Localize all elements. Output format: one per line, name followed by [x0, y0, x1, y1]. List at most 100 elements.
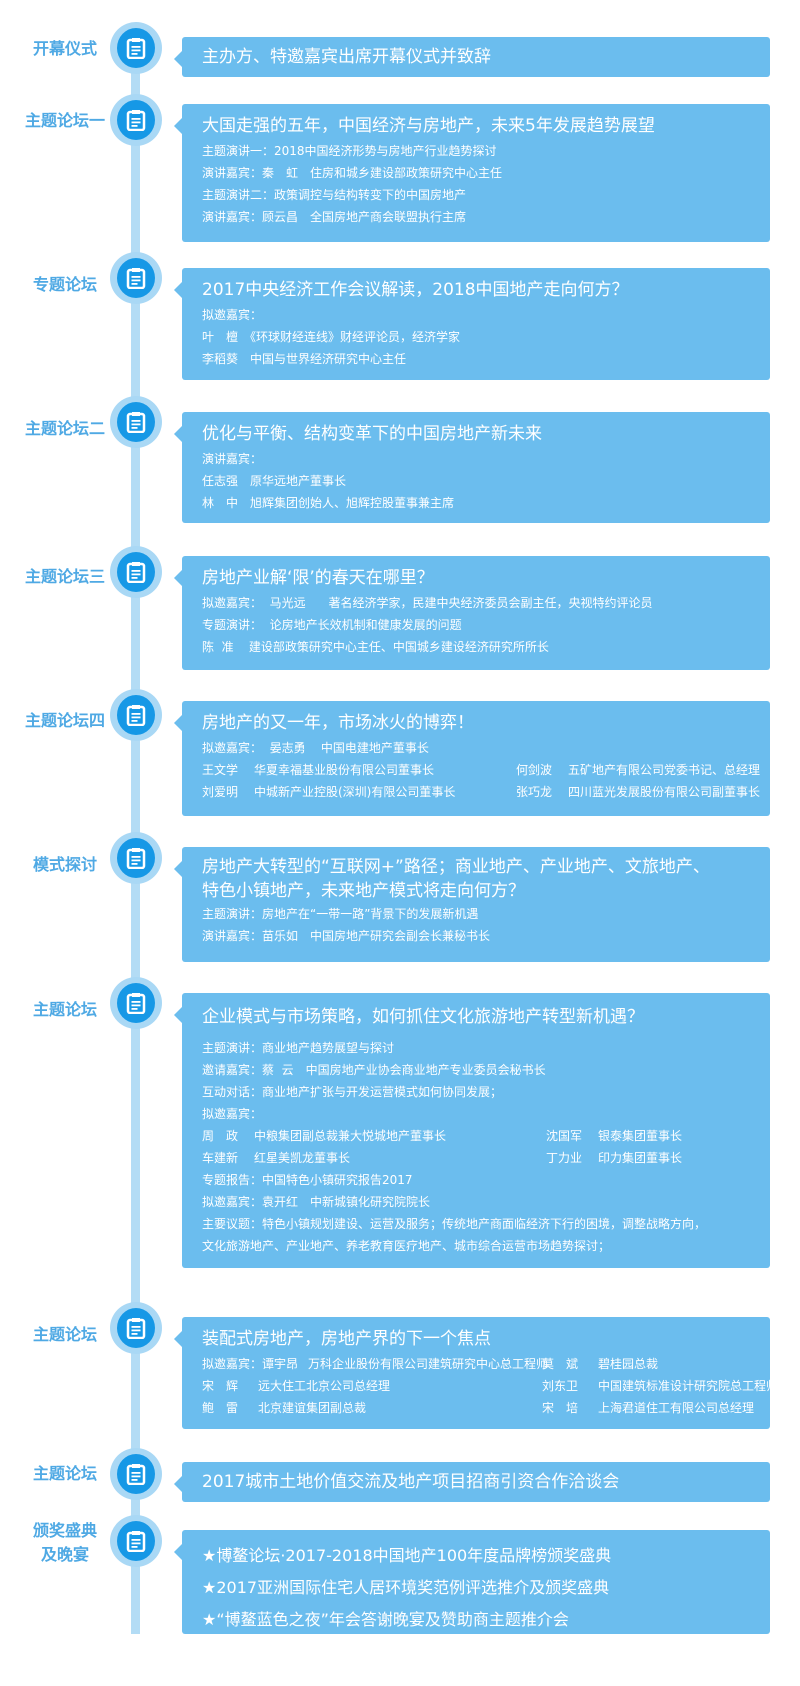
agenda-card: 2017中央经济工作会议解读，2018中国地产走向何方？ 拟邀嘉宾： 叶 檀 《…: [174, 268, 770, 380]
guest-row: 拟邀嘉宾：谭宇昂万科企业股份有限公司建筑研究中心总工程师莫 斌 碧桂园总裁: [202, 1353, 770, 1375]
guest-name: 张巧龙: [516, 785, 553, 799]
guest-title: 五矿地产有限公司党委书记、总经理: [568, 763, 761, 777]
card-line: 拟邀嘉宾：: [202, 308, 263, 322]
guest-row: 王文学华夏幸福基业股份有限公司董事长何剑波五矿地产有限公司党委书记、总经理: [202, 759, 770, 781]
card-line: 演讲嘉宾：苗乐如 中国房地产研究会副会长兼秘书长: [202, 929, 491, 943]
agenda-card: 企业模式与市场策略，如何抓住文化旅游地产转型新机遇？ 主题演讲：商业地产趋势展望…: [174, 993, 770, 1268]
guest-name: 宋 辉: [202, 1379, 239, 1393]
section-label: 主题论坛: [32, 1325, 97, 1344]
card-title: 房地产业解‘限’的春天在哪里？: [202, 568, 434, 588]
clipboard-icon: [110, 1515, 162, 1567]
card-line: 拟邀嘉宾： 马光远 著名经济学家，民建中央经济委员会副主任，央视特约评论员: [202, 596, 653, 610]
guest-name: 何剑波: [516, 763, 553, 777]
guest-title: 中城新产业控股(深圳)有限公司董事长: [254, 785, 456, 799]
card-title: 2017城市土地价值交流及地产项目招商引资合作洽谈会: [202, 1472, 620, 1492]
card-title: 主办方、特邀嘉宾出席开幕仪式并致辞: [202, 47, 491, 67]
card-title: 大国走强的五年，中国经济与房地产，未来5年发展趋势展望: [202, 116, 655, 136]
card-title: 企业模式与市场策略，如何抓住文化旅游地产转型新机遇？: [202, 1007, 644, 1027]
guest-title: 碧桂园总裁: [598, 1357, 659, 1371]
guest-name: 周 政: [202, 1129, 239, 1143]
guest-name: 拟邀嘉宾：谭宇昂: [202, 1357, 299, 1371]
agenda-card: 优化与平衡、结构变革下的中国房地产新未来 演讲嘉宾： 任志强 原华远地产董事长 …: [174, 412, 770, 523]
award-item: ★博鳌论坛·2017-2018中国地产100年度品牌榜颁奖盛典: [202, 1546, 612, 1565]
guest-title: 华夏幸福基业股份有限公司董事长: [254, 763, 435, 777]
section-label: 主题论坛二: [24, 419, 105, 438]
guest-name: 丁力业: [546, 1151, 583, 1165]
section-label: 主题论坛一: [24, 111, 105, 130]
guest-title: 红星美凯龙董事长: [254, 1151, 351, 1165]
section-label: 主题论坛: [32, 1000, 97, 1019]
guest-name: 莫 斌: [542, 1357, 579, 1371]
guest-name: 沈国军: [546, 1129, 583, 1143]
card-line: 主题演讲：房地产在“一带一路”背景下的发展新机遇: [202, 907, 479, 921]
section-label-line2: 及晚宴: [40, 1545, 89, 1564]
card-line: 李稻葵 中国与世界经济研究中心主任: [202, 352, 407, 366]
agenda-card: ★博鳌论坛·2017-2018中国地产100年度品牌榜颁奖盛典 ★2017亚洲国…: [174, 1530, 770, 1634]
guest-title: 中国建筑标准设计研究院总工程师: [598, 1379, 779, 1393]
section-label: 开幕仪式: [32, 39, 97, 58]
card-title: 优化与平衡、结构变革下的中国房地产新未来: [202, 424, 542, 444]
agenda-card: 装配式房地产，房地产界的下一个焦点 拟邀嘉宾：谭宇昂万科企业股份有限公司建筑研究…: [174, 1317, 778, 1429]
card-line: 专题演讲： 论房地产长效机制和健康发展的问题: [202, 618, 462, 632]
clipboard-icon: [110, 252, 162, 304]
card-line: 演讲嘉宾：: [202, 452, 263, 466]
guest-row: 宋 辉 远大住工北京公司总经理 刘东卫 中国建筑标准设计研究院总工程师: [202, 1375, 778, 1397]
guest-row: 周 政 中粮集团副总裁兼大悦城地产董事长 沈国军 银泰集团董事长: [202, 1125, 770, 1147]
guest-title: 远大住工北京公司总经理: [258, 1379, 391, 1393]
section-label: 主题论坛: [32, 1464, 97, 1483]
guest-row: 刘爱明 中城新产业控股(深圳)有限公司董事长 张巧龙 四川蓝光发展股份有限公司副董事长: [202, 781, 770, 803]
clipboard-icon: [110, 977, 162, 1029]
card-line: 主题演讲：商业地产趋势展望与探讨: [202, 1041, 395, 1055]
section-label: 主题论坛四: [24, 711, 105, 730]
card-title: 房地产大转型的“互联网+”路径；商业地产、产业地产、文旅地产、: [202, 857, 710, 877]
agenda-card: 房地产的又一年，市场冰火的博弈！ 拟邀嘉宾： 晏志勇 中国电建地产董事长 王文学…: [174, 701, 770, 816]
card-line: 演讲嘉宾：顾云昌 全国房地产商会联盟执行主席: [202, 210, 467, 224]
guest-name: 车建新: [202, 1151, 239, 1165]
guest-title: 上海君道住工有限公司总经理: [598, 1401, 755, 1415]
clipboard-icon: [110, 546, 162, 598]
card-line: 文化旅游地产、产业地产、养老教育医疗地产、城市综合运营市场趋势探讨；: [202, 1239, 611, 1253]
clipboard-icon: [110, 1302, 162, 1354]
guest-title: 印力集团董事长: [598, 1151, 683, 1165]
card-line: 拟邀嘉宾：: [202, 1107, 263, 1121]
card-line: 互动对话：商业地产扩张与开发运营模式如何协同发展；: [202, 1085, 503, 1099]
award-item: ★2017亚洲国际住宅人居环境奖范例评选推介及颁奖盛典: [202, 1578, 610, 1597]
guest-row: 鲍 雷 北京建谊集团副总裁 宋 培 上海君道住工有限公司总经理: [202, 1397, 770, 1419]
card-line: 叶 檀 《环球财经连线》财经评论员，经济学家: [202, 330, 461, 344]
guest-title: 银泰集团董事长: [598, 1129, 683, 1143]
guest-name: 宋 培: [542, 1401, 579, 1415]
card-line: 主要议题：特色小镇规划建设、运营及服务；传统地产商面临经济下行的困境，调整战略方…: [202, 1217, 707, 1231]
guest-title: 四川蓝光发展股份有限公司副董事长: [568, 785, 761, 799]
award-item: ★“博鳌蓝色之夜”年会答谢晚宴及赞助商主题推介会: [202, 1610, 569, 1629]
section-label: 专题论坛: [32, 275, 97, 294]
guest-name: 刘东卫: [542, 1379, 579, 1393]
agenda-card: 房地产业解‘限’的春天在哪里？ 拟邀嘉宾： 马光远 著名经济学家，民建中央经济委…: [174, 556, 770, 670]
card-title: 装配式房地产，房地产界的下一个焦点: [202, 1329, 491, 1349]
card-line: 陈 准 建设部政策研究中心主任、中国城乡建设经济研究所所长: [202, 640, 549, 654]
card-line: 邀请嘉宾：蔡 云 中国房地产业协会商业地产专业委员会秘书长: [202, 1063, 546, 1077]
card-line: 主题演讲一：2018中国经济形势与房地产行业趋势探讨: [202, 144, 497, 158]
card-line: 拟邀嘉宾：袁开红 中新城镇化研究院院长: [202, 1195, 431, 1209]
clipboard-icon: [110, 94, 162, 146]
guest-name: 鲍 雷: [202, 1401, 239, 1415]
guest-name: 刘爱明: [202, 785, 239, 799]
guest-title: 万科企业股份有限公司建筑研究中心总工程师: [308, 1357, 549, 1371]
agenda-card: 房地产大转型的“互联网+”路径；商业地产、产业地产、文旅地产、 特色小镇地产，未…: [174, 847, 770, 962]
clipboard-icon: [110, 396, 162, 448]
guest-title: 北京建谊集团副总裁: [258, 1401, 367, 1415]
agenda-card: 2017城市土地价值交流及地产项目招商引资合作洽谈会: [174, 1462, 770, 1502]
card-line: 主题演讲二：政策调控与结构转变下的中国房地产: [202, 188, 467, 202]
section-label: 模式探讨: [32, 855, 97, 874]
card-title-line2: 特色小镇地产，未来地产模式将走向何方？: [202, 881, 525, 901]
card-title: 房地产的又一年，市场冰火的博弈！: [202, 713, 474, 733]
section-label: 主题论坛三: [24, 567, 105, 586]
guest-title: 中粮集团副总裁兼大悦城地产董事长: [254, 1129, 447, 1143]
guest-row: 车建新 红星美凯龙董事长 丁力业 印力集团董事长: [202, 1147, 770, 1169]
agenda-card: 主办方、特邀嘉宾出席开幕仪式并致辞: [174, 37, 770, 77]
clipboard-icon: [110, 22, 162, 74]
section-label: 颁奖盛典: [32, 1521, 97, 1540]
card-line: 任志强 原华远地产董事长: [202, 474, 347, 488]
card-line: 林 中 旭辉集团创始人、旭辉控股董事兼主席: [202, 496, 455, 510]
card-line: 专题报告：中国特色小镇研究报告2017: [202, 1173, 413, 1187]
clipboard-icon: [110, 1448, 162, 1500]
